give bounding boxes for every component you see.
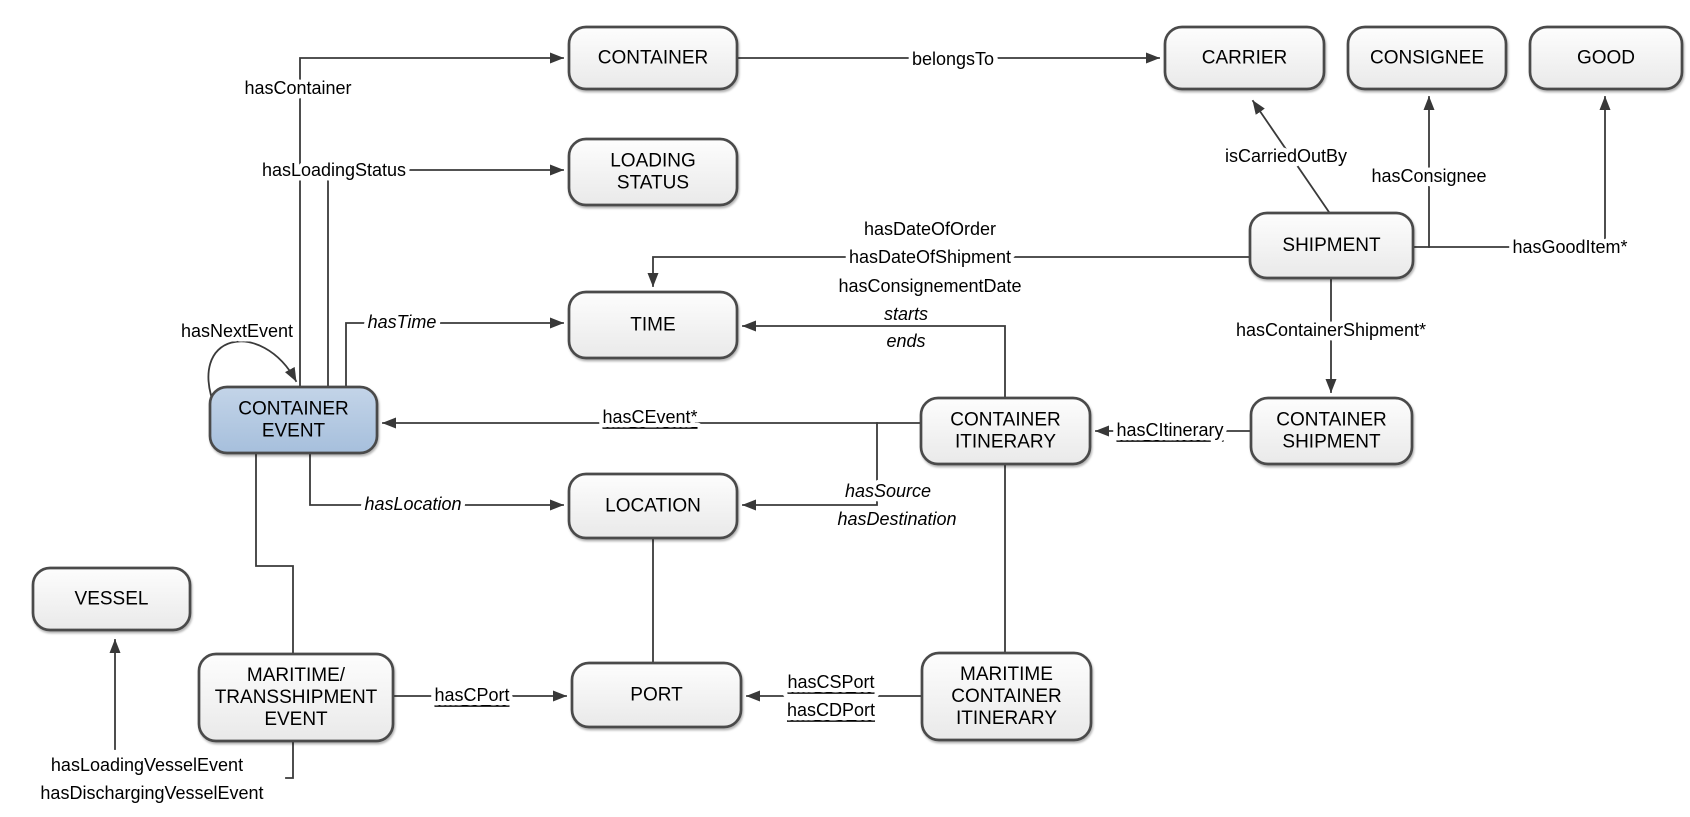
node-box-location <box>567 472 739 540</box>
node-box-container-itinerary <box>919 396 1092 466</box>
edge-has-loading-status <box>327 164 564 388</box>
node-box-vessel <box>31 566 192 632</box>
node-box-container <box>567 25 739 91</box>
node-box-maritime-transshipment-event <box>197 652 395 743</box>
edge-label-belongs-to: belongsTo <box>912 49 994 69</box>
edge-has-good-item <box>1412 96 1611 248</box>
node-box-time <box>567 290 739 360</box>
edge-label-shipment-dates: hasDateOfShipment <box>849 247 1011 267</box>
edge-has-container <box>299 52 564 388</box>
edge-is-carried-out-by <box>1251 99 1333 217</box>
edge-starts-ends <box>742 320 1006 399</box>
edge-label-has-container: hasContainer <box>244 78 351 98</box>
node-label-port: PORT <box>630 685 683 706</box>
node-box-maritime-container-itinerary <box>920 651 1093 742</box>
node-label-location: LOCATION <box>605 496 701 517</box>
edge-ce-mte-link <box>255 452 294 655</box>
node-box-port <box>570 661 743 729</box>
node-label-carrier: CARRIER <box>1202 48 1288 69</box>
edge-has-source-destination <box>742 422 878 511</box>
edge-label-has-time: hasTime <box>368 312 437 332</box>
edge-label-starts-ends: ends <box>886 331 925 351</box>
node-box-shipment <box>1248 211 1415 280</box>
node-container: CONTAINER <box>567 25 739 91</box>
edge-label-has-loading-status: hasLoadingStatus <box>262 160 406 180</box>
node-box-container-event <box>208 385 379 455</box>
edge-has-location <box>309 452 564 511</box>
edge-label-has-cs-cd-port: hasCDPort <box>787 700 875 720</box>
edge-label-layer: hasContainer hasLoadingStatus hasNextEvent… <box>36 45 1632 808</box>
node-label-time: TIME <box>630 315 675 336</box>
edge-label-has-location: hasLocation <box>364 494 461 514</box>
node-box-consignee <box>1346 25 1508 91</box>
edge-label-has-source-destination: hasSource <box>845 481 931 501</box>
node-vessel: VESSEL <box>31 566 192 632</box>
node-time: TIME <box>567 290 739 360</box>
edge-label-has-c-event: hasCEvent* <box>602 407 697 427</box>
node-shipment: SHIPMENT <box>1248 211 1415 280</box>
edge-label-has-cs-cd-port: hasCSPort <box>787 672 874 692</box>
node-good: GOOD <box>1528 25 1684 91</box>
edge-label-vessel-events: hasDischargingVesselEvent <box>40 783 263 803</box>
edge-label-starts-ends: starts <box>884 304 928 324</box>
edge-label-shipment-dates: hasConsignementDate <box>838 276 1021 296</box>
node-label-shipment: SHIPMENT <box>1282 235 1381 256</box>
node-label-container: CONTAINER <box>598 48 708 69</box>
node-box-loading-status <box>567 137 739 207</box>
edge-shipment-dates <box>647 256 1251 287</box>
node-carrier: CARRIER <box>1163 25 1326 91</box>
edge-label-has-c-itinerary: hasCItinerary <box>1116 420 1223 440</box>
edge-label-is-carried-out-by: isCarriedOutBy <box>1225 146 1347 166</box>
node-port: PORT <box>570 661 743 729</box>
node-box-container-shipment <box>1249 396 1414 466</box>
edge-has-next-event <box>207 340 298 412</box>
edge-label-has-container-shipment: hasContainerShipment* <box>1236 320 1426 340</box>
edge-label-has-next-event: hasNextEvent <box>181 321 293 341</box>
edge-label-has-source-destination: hasDestination <box>837 509 956 529</box>
node-box-good <box>1528 25 1684 91</box>
edge-layer <box>109 52 1611 779</box>
edge-label-has-consignee: hasConsignee <box>1371 166 1486 186</box>
node-location: LOCATION <box>567 472 739 540</box>
edge-label-vessel-events: hasLoadingVesselEvent <box>51 755 243 775</box>
edge-label-has-c-port: hasCPort <box>434 685 509 705</box>
edge-has-time <box>345 317 564 388</box>
edge-label-has-good-item: hasGoodItem* <box>1512 237 1627 257</box>
edge-label-shipment-dates: hasDateOfOrder <box>864 219 996 239</box>
node-box-carrier <box>1163 25 1326 91</box>
node-label-consignee: CONSIGNEE <box>1370 48 1484 69</box>
node-label-good: GOOD <box>1577 48 1635 69</box>
edge-mte-vessel-elbow <box>285 740 294 779</box>
node-consignee: CONSIGNEE <box>1346 25 1508 91</box>
node-label-vessel: VESSEL <box>75 589 149 610</box>
